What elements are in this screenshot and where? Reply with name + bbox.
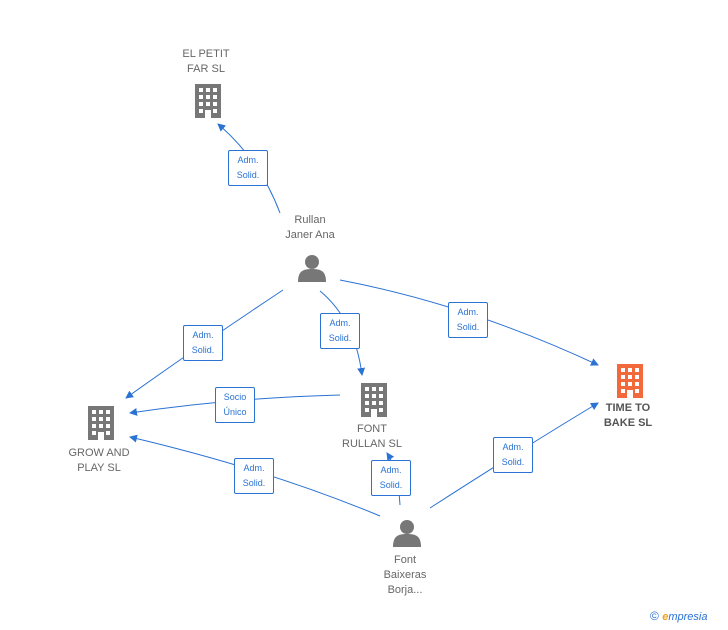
edge-label-adm-solid: Adm. Solid. xyxy=(228,150,268,186)
node-label-el-petit-far[interactable]: EL PETIT FAR SL xyxy=(182,48,230,75)
edge-label-adm-solid: Adm. Solid. xyxy=(448,302,488,338)
building-icon[interactable] xyxy=(617,364,643,398)
node-label-font-baixeras-borja[interactable]: Font Baixeras Borja... xyxy=(383,554,427,596)
edge-label-socio-unico: Socio Único xyxy=(215,387,255,423)
person-icon[interactable] xyxy=(298,255,326,282)
copyright-symbol: © xyxy=(650,609,659,623)
building-icon[interactable] xyxy=(361,383,387,417)
person-icon[interactable] xyxy=(393,520,421,547)
edge-label-adm-solid: Adm. Solid. xyxy=(493,437,533,473)
node-label-grow-and-play[interactable]: GROW AND PLAY SL xyxy=(68,447,130,474)
edge-label-adm-solid: Adm. Solid. xyxy=(234,458,274,494)
node-label-font-rullan[interactable]: FONT RULLAN SL xyxy=(342,423,402,450)
building-icon[interactable] xyxy=(195,84,221,118)
brand-logo-text: mpresia xyxy=(668,611,708,623)
edge-label-adm-solid: Adm. Solid. xyxy=(320,313,360,349)
node-label-rullan-janer-ana[interactable]: Rullan Janer Ana xyxy=(285,214,335,241)
node-label-time-to-bake[interactable]: TIME TO BAKE SL xyxy=(603,402,653,429)
building-icon[interactable] xyxy=(88,406,114,440)
brand-logo[interactable]: empresia xyxy=(662,611,707,623)
edge-label-adm-solid: Adm. Solid. xyxy=(183,325,223,361)
brand-logo-e: e xyxy=(662,611,669,623)
edge-label-adm-solid: Adm. Solid. xyxy=(371,460,411,496)
copyright-footer: © empresia xyxy=(650,609,707,623)
